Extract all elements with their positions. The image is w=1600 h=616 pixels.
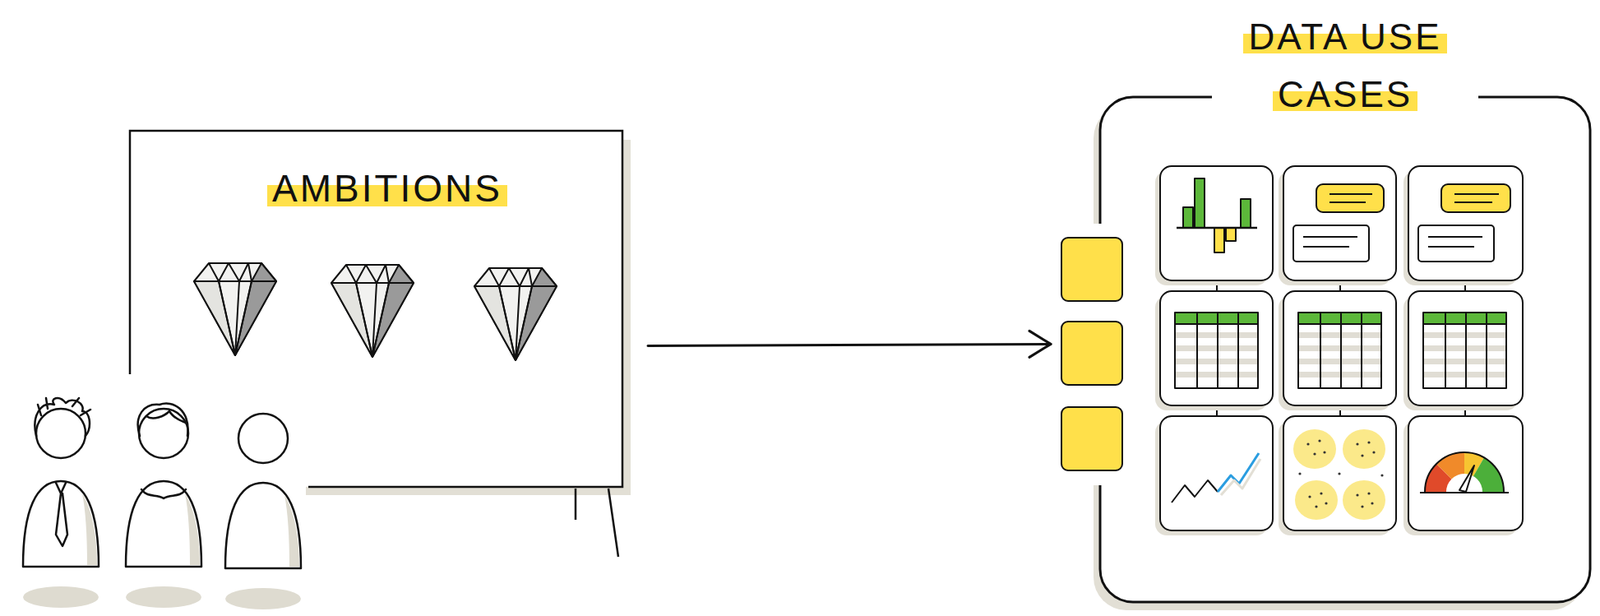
board-shadow bbox=[622, 139, 631, 494]
flow-arrow bbox=[647, 330, 1051, 357]
use-case-panel: DATA USE CASES bbox=[1100, 97, 1591, 602]
heading-text: DATA USE CASES bbox=[1243, 16, 1447, 115]
heading-text: AMBITIONS bbox=[267, 166, 508, 210]
ambitions-board: AMBITIONS bbox=[129, 130, 624, 488]
board-outline bbox=[129, 130, 623, 487]
use-case-panel bbox=[1061, 97, 1591, 611]
people-figures bbox=[23, 397, 301, 610]
diamond-icons bbox=[194, 263, 557, 361]
use-case-cards bbox=[1155, 166, 1523, 536]
heading-block: AMBITIONS bbox=[257, 163, 518, 213]
heading-block: DATA USE CASES bbox=[1211, 8, 1479, 124]
board-shadow bbox=[305, 486, 631, 495]
easel-legs bbox=[575, 488, 619, 557]
